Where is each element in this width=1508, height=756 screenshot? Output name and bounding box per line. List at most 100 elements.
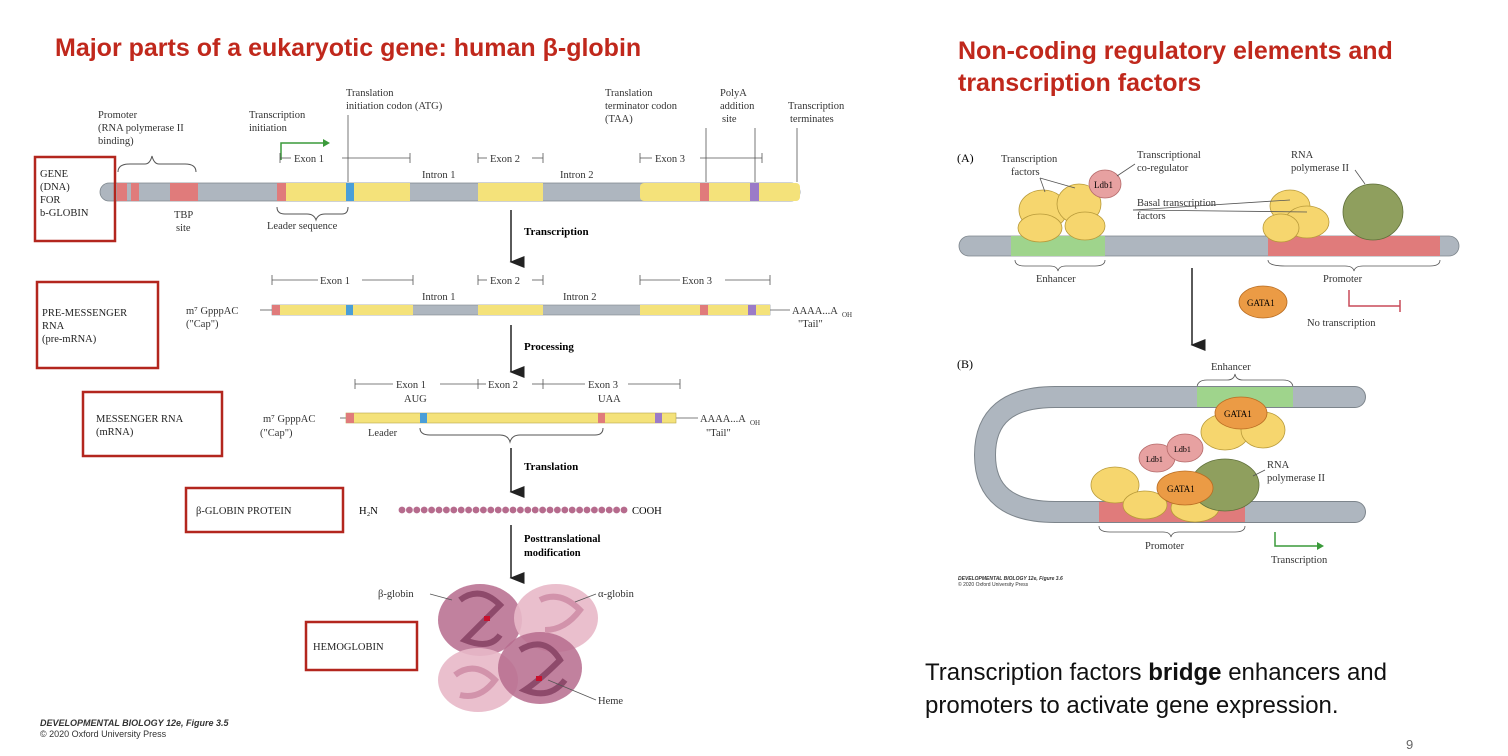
panel-a-basal-label-1: Basal transcription: [1137, 198, 1217, 209]
panel-b-tag: (B): [957, 357, 973, 371]
amino-acid-bead: [443, 506, 450, 514]
tx-term-label-2: terminates: [790, 114, 834, 125]
leader-sequence-label: Leader sequence: [267, 221, 338, 232]
panel-a-no-tx-arrow: [1348, 290, 1400, 307]
polya-label-3: site: [722, 114, 737, 125]
mrna-labels: Exon 1 Exon 2 Exon 3 AUG UAA m⁷ GpppAC (…: [260, 380, 760, 439]
mrna-exon2-label: Exon 2: [488, 380, 518, 391]
amino-acid-bead: [517, 506, 524, 514]
gene-dna-box: [33, 155, 117, 243]
right-title-line2: transcription factors: [958, 69, 1202, 97]
amino-acid-bead: [480, 506, 487, 514]
amino-acid-bead: [605, 506, 613, 514]
amino-acid-bead: [428, 506, 435, 514]
mrna-strand: [345, 412, 677, 424]
protein-box: [184, 486, 345, 534]
amino-acid-bead: [435, 506, 443, 514]
panel-a-rnap-label-1: RNA: [1291, 150, 1314, 161]
heme-label: Heme: [598, 696, 623, 707]
mrna-cap-sub: ("Cap"): [260, 428, 293, 439]
beta-globin-label: β-globin: [378, 589, 414, 600]
gene-exon3-label: Exon 3: [655, 154, 685, 165]
amino-acid-bead: [465, 506, 472, 514]
amino-acid-bead: [613, 506, 620, 514]
panel-a-ldb1: [1088, 169, 1122, 199]
pre-intron1-label: Intron 1: [422, 292, 456, 303]
pre-tail-label: AAAA...A: [792, 306, 838, 317]
hemoglobin-box: [304, 620, 419, 672]
panel-a-rnap-label-2: polymerase II: [1291, 163, 1350, 174]
right-credit-line1: DEVELOPMENTAL BIOLOGY 12e, Figure 3.6: [958, 576, 1063, 582]
panel-a-labels: Transcription factors Transcriptional co…: [1001, 150, 1376, 329]
panel-a-tf-label-1: Transcription: [1001, 154, 1058, 165]
panel-a-enhancer-label: Enhancer: [1036, 274, 1076, 285]
step-translation: Translation: [524, 461, 578, 473]
amino-acid-bead: [509, 506, 517, 514]
tx-init-label-2: initiation: [249, 123, 288, 134]
panel-a-promoter-region: [1268, 236, 1440, 256]
amino-acid-bead: [450, 506, 458, 514]
amino-acid-bead: [620, 506, 628, 514]
mrna-tail-oh: OH: [750, 419, 760, 427]
gene-box-line4: b-GLOBIN: [40, 208, 89, 219]
panel-a-no-tx-label: No transcription: [1307, 318, 1376, 329]
tl-term-label-3: (TAA): [605, 114, 633, 125]
panel-a-rna-polymerase: [1342, 183, 1404, 241]
panel-b-gata1-bottom: [1156, 470, 1214, 506]
amino-acid-bead: [561, 506, 569, 514]
left-credit-line1: DEVELOPMENTAL BIOLOGY 12e, Figure 3.5: [40, 718, 229, 728]
gene-exon-spans: [279, 115, 798, 182]
amino-acid-bead: [502, 506, 509, 514]
gene-exon1: [277, 183, 410, 201]
gene-exon2: [478, 183, 543, 201]
right-title: Non-coding regulatory elements and trans…: [958, 35, 1393, 99]
panel-a-coreg-label-2: co-regulator: [1137, 163, 1189, 174]
amino-acid-bead: [554, 506, 561, 514]
pre-tail-oh: OH: [842, 311, 852, 319]
gene-intron2-label: Intron 2: [560, 170, 594, 181]
step-posttranslational-2: modification: [524, 548, 581, 559]
pre-exon3-label: Exon 3: [682, 276, 712, 287]
pre-box-line2: RNA: [42, 321, 65, 332]
panel-b-gata1-bottom-label: GATA1: [1167, 484, 1195, 494]
left-credit-line2: © 2020 Oxford University Press: [40, 729, 167, 739]
panel-a-basal-label-2: factors: [1137, 211, 1166, 222]
pre-mrna-labels: Exon 1 Exon 2 Exon 3 Intron 1 Intron 2 m…: [186, 276, 852, 330]
panel-b-promoter-label: Promoter: [1145, 541, 1185, 552]
pre-tail-sub: "Tail": [798, 319, 823, 330]
panel-a-gata1: [1238, 285, 1288, 319]
step-processing: Processing: [524, 341, 574, 353]
promoter-label-2: (RNA polymerase II: [98, 123, 184, 134]
left-title: Major parts of a eukaryotic gene: human …: [55, 34, 642, 62]
pre-cap-sub: ("Cap"): [186, 319, 219, 330]
gene-exon1-label: Exon 1: [294, 154, 324, 165]
panel-b-transcription-arrow: [1274, 532, 1317, 547]
polya-label-2: addition: [720, 101, 755, 112]
gene-exon2-label: Exon 2: [490, 154, 520, 165]
pre-exon1-label: Exon 1: [320, 276, 350, 287]
right-credit-line2: © 2020 Oxford University Press: [958, 582, 1029, 588]
panel-a-promoter-label: Promoter: [1323, 274, 1363, 285]
promoter-brace: [117, 155, 197, 173]
step-posttranslational-1: Posttranslational: [524, 534, 601, 545]
page-number: 9: [1406, 737, 1414, 752]
mrna-tail-label: AAAA...A: [700, 414, 746, 425]
gene-exon3: [640, 183, 800, 201]
amino-acid-bead: [420, 506, 428, 514]
tx-init-label-1: Transcription: [249, 110, 306, 121]
mrna-box-line1: MESSENGER RNA: [96, 414, 184, 425]
beta-globin-gene-diagram: Promoter (RNA polymerase II binding) Tra…: [33, 88, 852, 712]
enhancer-promoter-diagram: (A) Ldb1 Transcription factors Transcrip…: [957, 150, 1460, 566]
panel-b-gata1-top: [1214, 396, 1268, 430]
panel-b-rnap-label-2: polymerase II: [1267, 473, 1326, 484]
amino-acid-bead: [457, 506, 465, 514]
gene-box-line3: FOR: [40, 195, 60, 206]
amino-acid-bead: [539, 506, 546, 514]
box-labels: GENE (DNA) FOR b-GLOBIN PRE-MESSENGER RN…: [40, 169, 384, 653]
panel-b-gata1-top-label: GATA1: [1224, 409, 1252, 419]
tbp-label-1: TBP: [174, 210, 193, 221]
amino-acid-bead: [406, 506, 413, 514]
tbp-label-2: site: [176, 223, 191, 234]
pre-box-line3: (pre-mRNA): [42, 334, 97, 345]
mrna-box-line2: (mRNA): [96, 427, 134, 438]
